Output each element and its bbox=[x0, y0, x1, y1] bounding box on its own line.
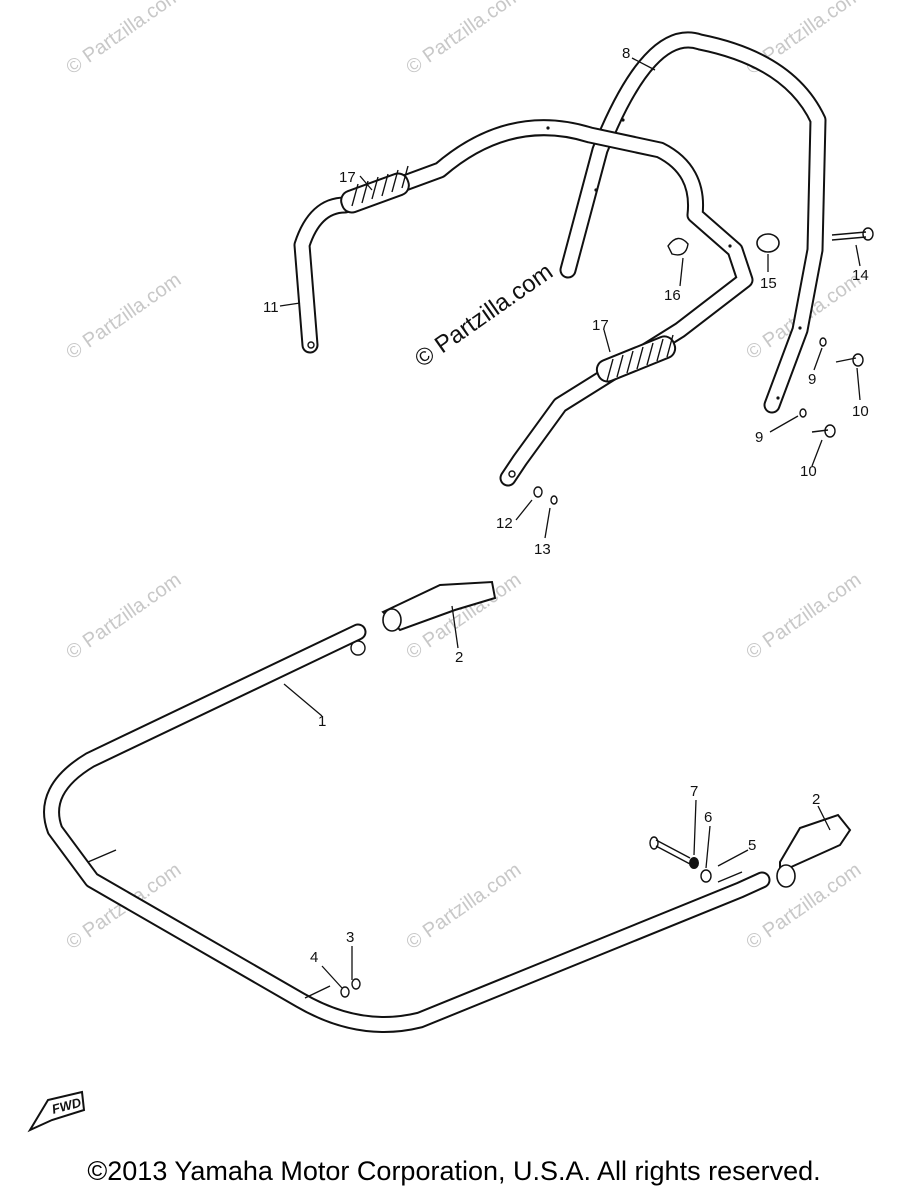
leader-lines bbox=[279, 57, 861, 989]
hardware-upper bbox=[533, 227, 874, 505]
label-part-16: 16 bbox=[664, 287, 681, 304]
watermark: © Partzilla.com bbox=[402, 0, 525, 79]
label-part-10: 10 bbox=[852, 403, 869, 420]
label-part-9: 9 bbox=[755, 429, 763, 446]
label-part-7: 7 bbox=[690, 783, 698, 800]
part-2-end-cap-upper bbox=[381, 580, 497, 632]
part-17-grip-lower bbox=[595, 334, 677, 383]
part-labels: 8 17 11 17 16 15 14 9 10 9 10 12 13 2 1 … bbox=[263, 45, 869, 966]
label-part-3: 3 bbox=[346, 929, 354, 946]
watermark: © Partzilla.com bbox=[62, 269, 185, 364]
watermark: © Partzilla.com bbox=[62, 569, 185, 664]
watermark: © Partzilla.com bbox=[62, 0, 185, 79]
fwd-arrow-icon: FWD bbox=[27, 1090, 86, 1133]
label-part-5: 5 bbox=[748, 837, 756, 854]
watermark-center: © Partzilla.com bbox=[410, 258, 558, 373]
copyright-text: ©2013 Yamaha Motor Corporation, U.S.A. A… bbox=[87, 1156, 821, 1186]
label-part-1: 1 bbox=[318, 713, 326, 730]
watermark: © Partzilla.com bbox=[402, 859, 525, 954]
label-part-2: 2 bbox=[812, 791, 820, 808]
label-part-11: 11 bbox=[263, 299, 279, 316]
label-part-4: 4 bbox=[310, 949, 318, 966]
label-part-8: 8 bbox=[622, 45, 630, 62]
part-8-rear-hoop bbox=[559, 31, 827, 414]
label-part-12: 12 bbox=[496, 515, 513, 532]
label-part-15: 15 bbox=[760, 275, 777, 292]
watermark: © Partzilla.com bbox=[742, 569, 865, 664]
part-17-grip-upper bbox=[340, 165, 410, 214]
part-1-bumper bbox=[43, 623, 771, 1033]
label-part-9: 9 bbox=[808, 371, 816, 388]
label-part-6: 6 bbox=[704, 809, 712, 826]
label-part-17: 17 bbox=[339, 169, 356, 186]
part-11-handrail bbox=[293, 119, 754, 487]
label-part-10: 10 bbox=[800, 463, 817, 480]
label-part-13: 13 bbox=[534, 541, 551, 558]
hardware-lower bbox=[340, 836, 712, 998]
label-part-14: 14 bbox=[852, 267, 869, 284]
label-part-17: 17 bbox=[592, 317, 609, 334]
part-2-end-cap-lower bbox=[776, 813, 852, 888]
label-part-2: 2 bbox=[455, 649, 463, 666]
